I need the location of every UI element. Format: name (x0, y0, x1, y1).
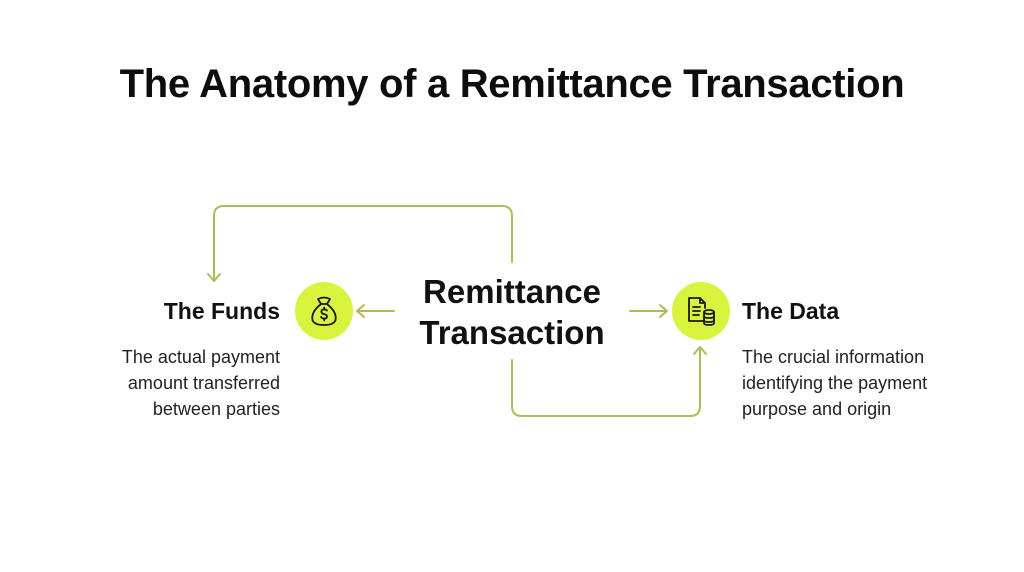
money-bag-icon (295, 282, 353, 340)
top-loop-arrow (213, 205, 513, 281)
funds-title: The Funds (163, 298, 280, 324)
bottom-loop-arrowhead (693, 346, 707, 355)
left-arrowhead (356, 304, 365, 318)
funds-desc-line: amount transferred (127, 373, 280, 393)
data-desc-line: The crucial information (742, 347, 925, 367)
page-title: The Anatomy of a Remittance Transaction (119, 62, 905, 106)
center-label-line2: Transaction (419, 314, 605, 351)
funds-desc-line: The actual payment (121, 347, 280, 367)
center-node-label: Remittance Transaction (392, 271, 632, 353)
right-arrowhead (659, 304, 668, 318)
data-title: The Data (742, 298, 840, 324)
funds-description: The actual payment amount transferred be… (60, 344, 280, 422)
document-database-icon (672, 282, 730, 340)
top-loop-arrowhead (207, 273, 221, 282)
bottom-loop-arrow (511, 347, 701, 417)
funds-desc-line: between parties (152, 399, 280, 419)
data-description: The crucial information identifying the … (742, 344, 982, 422)
data-desc-line: purpose and origin (742, 399, 892, 419)
center-label-line1: Remittance (423, 273, 601, 310)
data-desc-line: identifying the payment (742, 373, 928, 393)
